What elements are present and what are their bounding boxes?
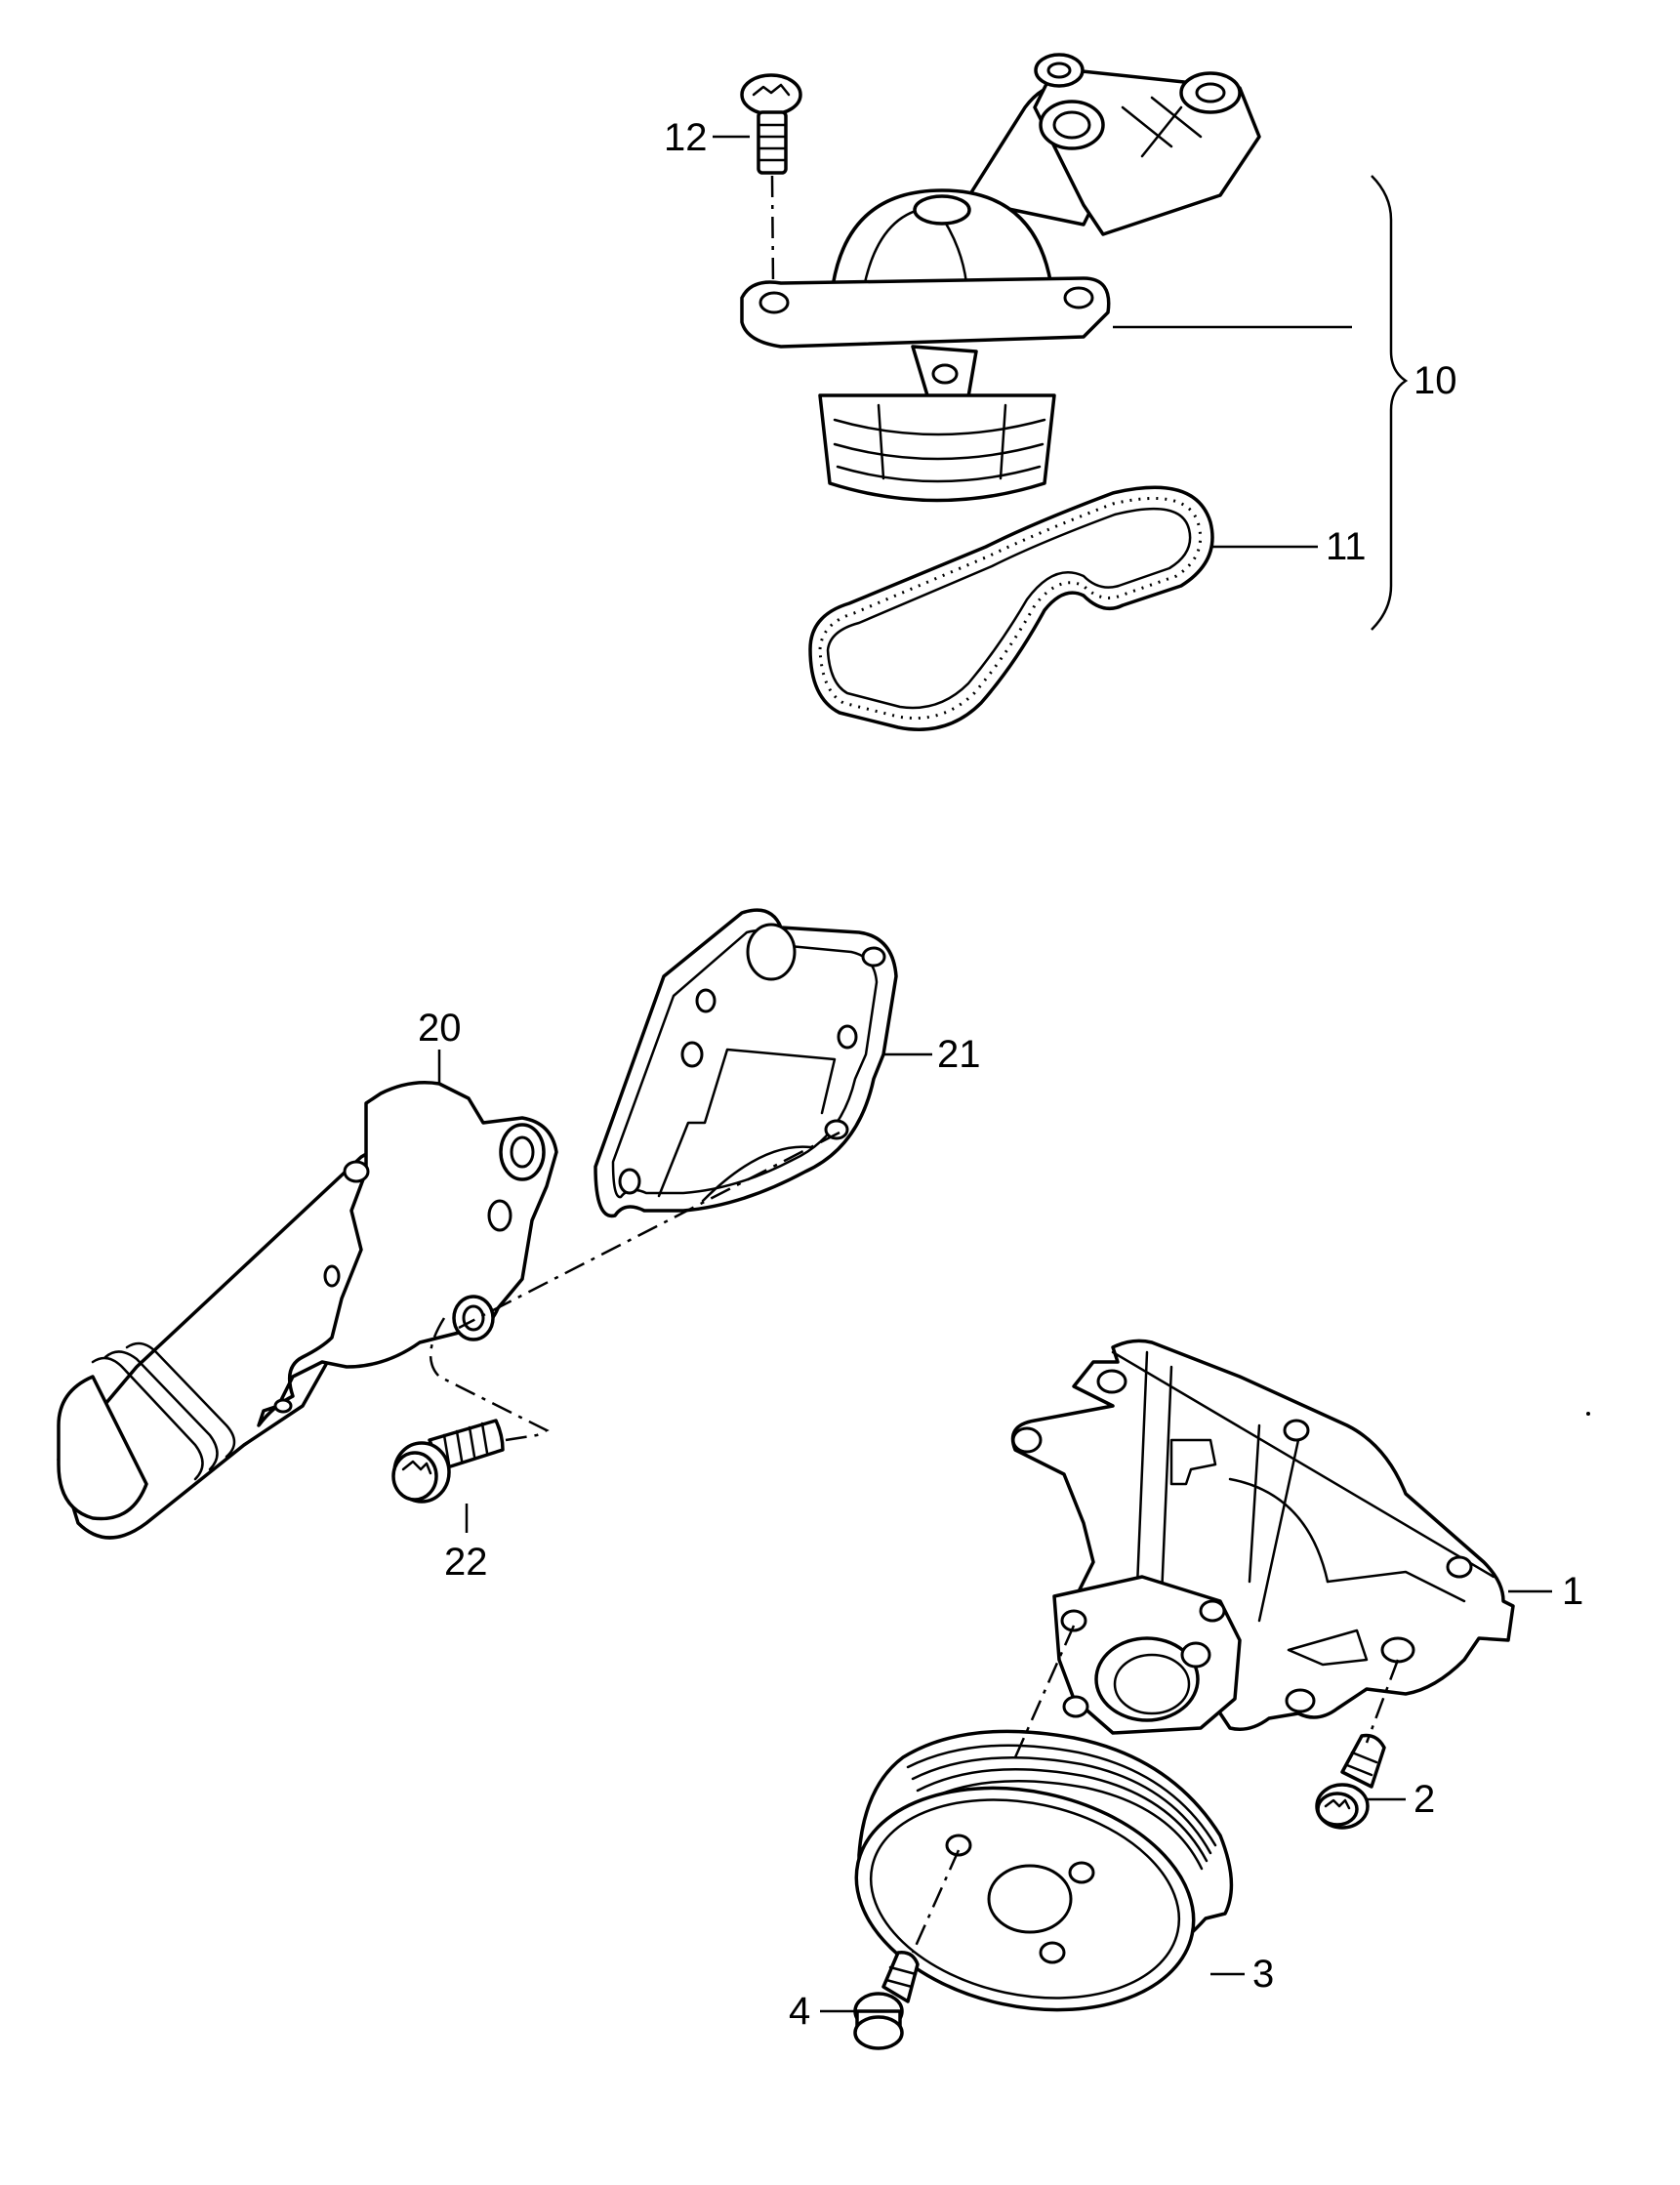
water-pump-group [820,1339,1552,2050]
callout-11: 11 [1326,525,1367,568]
callout-12: 12 [664,116,708,159]
axis-flange-bolt [429,1317,550,1442]
bolt-12 [740,73,802,175]
stray-dot [1586,1412,1590,1416]
callout-1: 1 [1562,1570,1583,1613]
thermostat-housing [740,53,1261,503]
thermostat-housing-group [713,53,1409,731]
pulley-3 [854,1729,1234,2012]
bolt-22 [391,1419,505,1504]
callout-3: 3 [1252,1953,1274,1996]
gasket-21 [594,908,898,1218]
bolt-2 [1315,1733,1386,1830]
callout-4: 4 [789,1990,810,2033]
axis-pump-bolt-2 [1365,1659,1400,1744]
coolant-flange-20 [57,1081,558,1540]
axis-flange-gasket [458,1131,840,1330]
callout-2: 2 [1414,1778,1435,1821]
callout-10: 10 [1414,359,1457,402]
callout-20: 20 [418,1007,462,1050]
callout-labels: 12 10 11 20 21 22 1 2 3 4 [418,116,1583,2033]
callout-22: 22 [444,1541,488,1584]
water-pump-1 [1010,1339,1515,1735]
o-ring-11 [808,485,1214,731]
axis-pulley-bolt-4 [911,1849,961,1954]
bolt-4 [853,1951,920,2050]
axis-bolt-12 [770,175,775,286]
axis-pump-pulley [1013,1625,1076,1758]
bracket-10 [1371,175,1409,631]
coolant-flange-group [57,908,932,1540]
callout-21: 21 [937,1033,981,1076]
